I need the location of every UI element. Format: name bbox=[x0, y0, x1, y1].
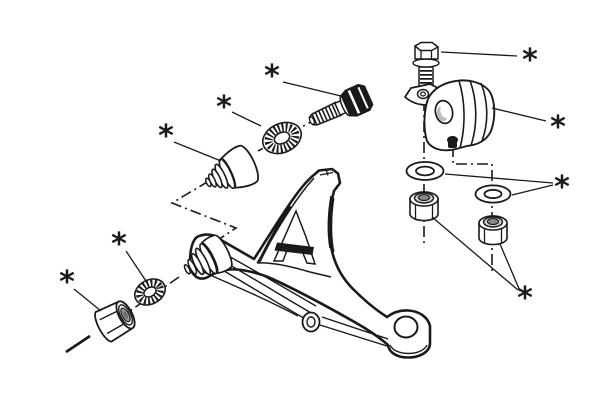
label-front-serrated-washer: * bbox=[216, 90, 232, 125]
rear-lock-nut-2 bbox=[478, 215, 508, 246]
label-lower-serrated-washer: * bbox=[111, 227, 127, 262]
arm-bushing-eye bbox=[389, 315, 428, 355]
label-front-cone-bushing: * bbox=[158, 119, 174, 154]
arm-front-bushing bbox=[183, 234, 233, 276]
leader-lines bbox=[73, 51, 554, 312]
bracket-stud bbox=[447, 136, 458, 148]
rear-flat-washer-2 bbox=[474, 184, 512, 204]
label-rear-bracket-bolt: * bbox=[522, 43, 538, 78]
lower-serrated-washer bbox=[133, 278, 167, 306]
label-rear-bushing-bracket: * bbox=[550, 110, 566, 145]
rear-bushing-bracket bbox=[404, 79, 496, 152]
arm-small-hole bbox=[301, 311, 321, 333]
control-arm bbox=[183, 167, 432, 359]
rear-flat-washer-1 bbox=[405, 161, 445, 181]
rear-lock-nut-1 bbox=[409, 191, 439, 222]
front-pivot-bolt bbox=[308, 83, 374, 126]
label-lower-lock-nut: * bbox=[59, 265, 75, 300]
axis-end-line bbox=[65, 334, 91, 354]
label-rear-flat-washers: * bbox=[554, 170, 570, 205]
rear-flat-washers bbox=[405, 161, 512, 204]
label-rear-lock-nuts: * bbox=[517, 281, 533, 316]
front-serrated-washer bbox=[262, 121, 302, 155]
a-brace-crossbar bbox=[274, 242, 314, 255]
rear-lock-nuts bbox=[409, 191, 508, 246]
front-cone-bushing bbox=[204, 144, 259, 190]
label-front-pivot-bolt: * bbox=[264, 59, 280, 94]
lower-lock-nut bbox=[94, 300, 136, 343]
rear-bracket-bolt bbox=[412, 41, 440, 87]
part-labels: * * * * * * * * * bbox=[59, 43, 570, 316]
